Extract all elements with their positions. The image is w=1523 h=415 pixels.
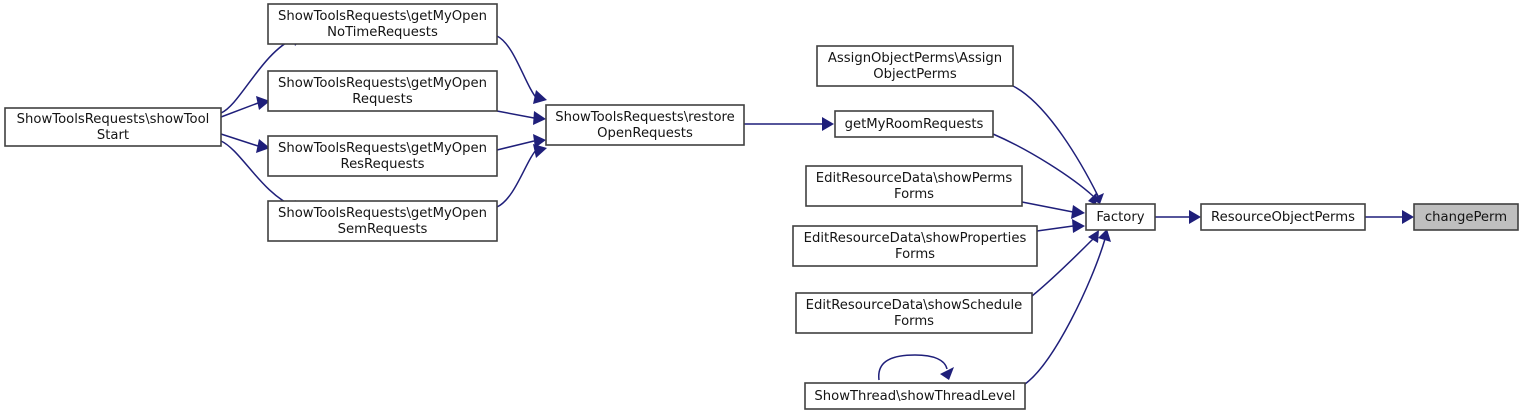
edge-line (992, 133, 1094, 197)
node-box[interactable] (267, 200, 498, 242)
node-box[interactable] (834, 110, 994, 138)
arrowhead-icon (1072, 219, 1085, 233)
node-box[interactable] (792, 225, 1038, 267)
node-label: ShowThread\showThreadLevel (814, 389, 1015, 404)
node-box[interactable] (795, 292, 1033, 334)
node-box[interactable] (267, 135, 498, 177)
node-box[interactable] (4, 107, 222, 147)
edge-line (496, 35, 539, 101)
arrowhead-icon (822, 117, 834, 131)
edge-getMyOpenResRequests-to-restoreOpenRequests (496, 134, 546, 151)
edge-showPropertiesForms-to-Factory (1036, 219, 1085, 233)
edge-getMyOpenRequests-to-restoreOpenRequests (496, 110, 546, 125)
edge-showToolStart-to-getMyOpenRequests (220, 96, 270, 118)
arrowhead-icon (1402, 210, 1414, 224)
node-box[interactable] (1085, 203, 1156, 231)
arrowhead-icon (256, 139, 270, 153)
arrowhead-icon (1189, 210, 1201, 224)
arrowhead-icon (1071, 205, 1085, 219)
node-getMyRoomRequests[interactable]: getMyRoomRequests (834, 110, 994, 138)
arrowhead-icon (533, 90, 547, 104)
edge-restoreOpenRequests-to-getMyRoomRequests (744, 117, 834, 131)
edge-line (220, 102, 259, 118)
node-box[interactable] (1413, 203, 1519, 231)
node-box[interactable] (267, 3, 498, 45)
node-box[interactable] (1200, 203, 1366, 231)
arrowhead-icon (533, 111, 546, 125)
node-box[interactable] (267, 70, 498, 112)
edge-line (496, 140, 535, 151)
node-box[interactable] (545, 104, 745, 146)
edge-getMyOpenSemRequests-to-restoreOpenRequests (496, 144, 547, 208)
arrowhead-icon (1091, 193, 1104, 204)
arrowhead-icon (533, 134, 546, 148)
node-label: changePerm (1425, 210, 1507, 225)
node-Factory[interactable]: Factory (1085, 203, 1156, 231)
node-label: getMyRoomRequests (845, 117, 984, 132)
edge-getMyRoomRequests-to-Factory (992, 133, 1097, 205)
node-label: ResourceObjectPerms (1211, 210, 1355, 225)
edge-showThreadLevel-to-showThreadLevel (878, 354, 954, 381)
node-changePerm[interactable]: changePerm (1413, 203, 1519, 231)
arrowhead-icon (256, 96, 270, 110)
edge-AssignObjectPerms-to-Factory (1012, 85, 1104, 204)
edge-showPermsForms-to-Factory (1021, 201, 1085, 219)
node-box[interactable] (816, 45, 1014, 87)
edge-getMyOpenNoTimeRequests-to-restoreOpenRequests (496, 35, 547, 104)
edge-ResourceObjectPerms-to-changePerm (1365, 210, 1414, 224)
arrowhead-icon (533, 144, 547, 158)
edge-line (496, 110, 535, 119)
edge-showThreadLevel-to-Factory (1024, 229, 1111, 385)
edge-showToolStart-to-getMyOpenResRequests (220, 133, 270, 153)
node-box[interactable] (805, 165, 1023, 207)
arrowhead-icon (1088, 192, 1097, 205)
edge-showScheduleForms-to-Factory (1031, 230, 1099, 297)
edge-line (496, 147, 539, 208)
edge-line (878, 354, 948, 381)
edge-line (1012, 85, 1099, 197)
arrowhead-icon (1088, 230, 1099, 243)
arrowhead-icon (940, 367, 954, 380)
node-ResourceObjectPerms[interactable]: ResourceObjectPerms (1200, 203, 1366, 231)
edge-line (220, 133, 259, 147)
arrowhead-icon (1098, 229, 1111, 242)
edge-line (1031, 237, 1095, 297)
node-showThreadLevel[interactable]: ShowThread\showThreadLevel (804, 382, 1026, 410)
edges-layer (220, 31, 1414, 385)
edge-line (1036, 225, 1074, 232)
edge-line (1024, 238, 1106, 385)
edge-Factory-to-ResourceObjectPerms (1155, 210, 1201, 224)
edge-line (1021, 201, 1074, 213)
node-box[interactable] (804, 382, 1026, 410)
node-label: Factory (1096, 210, 1144, 225)
